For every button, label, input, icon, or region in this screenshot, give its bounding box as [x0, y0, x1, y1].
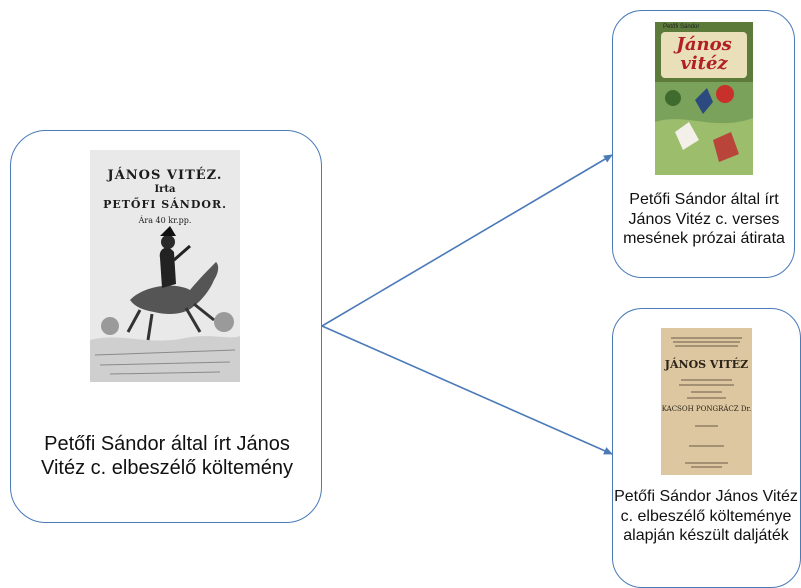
- node-main-caption: Petőfi Sándor által írt János Vitéz c. e…: [41, 433, 293, 480]
- cover-illustration: [655, 82, 753, 175]
- arrow-to-bottom: [321, 325, 613, 455]
- main-cover-author: PETŐFI SÁNDOR.: [103, 198, 227, 211]
- hussar-on-horse-illustration: [90, 226, 240, 382]
- top-cover-image: Petőfi Sándor János vitéz: [655, 22, 753, 175]
- main-cover-image: JÁNOS VITÉZ. Irta PETŐFI SÁNDOR. Ára 40 …: [90, 150, 240, 382]
- top-cover-author: Petőfi Sándor: [663, 24, 700, 30]
- main-cover-price: Ára 40 kr.pp.: [138, 216, 192, 225]
- title-page-text-lines: [671, 337, 742, 468]
- cover-title-band: [661, 32, 747, 78]
- node-top-caption: Petőfi Sándor által írt János Vitéz c. v…: [623, 191, 785, 248]
- bottom-cover-image: JÁNOS VITÉZ KACSOH PONGRÁCZ Dr.: [661, 328, 752, 475]
- arrow-to-top: [321, 154, 613, 327]
- node-bottom-caption: Petőfi Sándor János Vitéz c. elbeszélő k…: [614, 488, 798, 545]
- top-cover-title-line2: vitéz: [680, 53, 728, 74]
- top-cover-title-line1: János: [676, 34, 732, 55]
- bottom-cover-author: KACSOH PONGRÁCZ Dr.: [661, 405, 752, 413]
- bottom-cover-title: JÁNOS VITÉZ: [664, 358, 749, 371]
- main-cover-subtitle: Irta: [154, 184, 176, 195]
- main-cover-title: JÁNOS VITÉZ.: [107, 168, 223, 183]
